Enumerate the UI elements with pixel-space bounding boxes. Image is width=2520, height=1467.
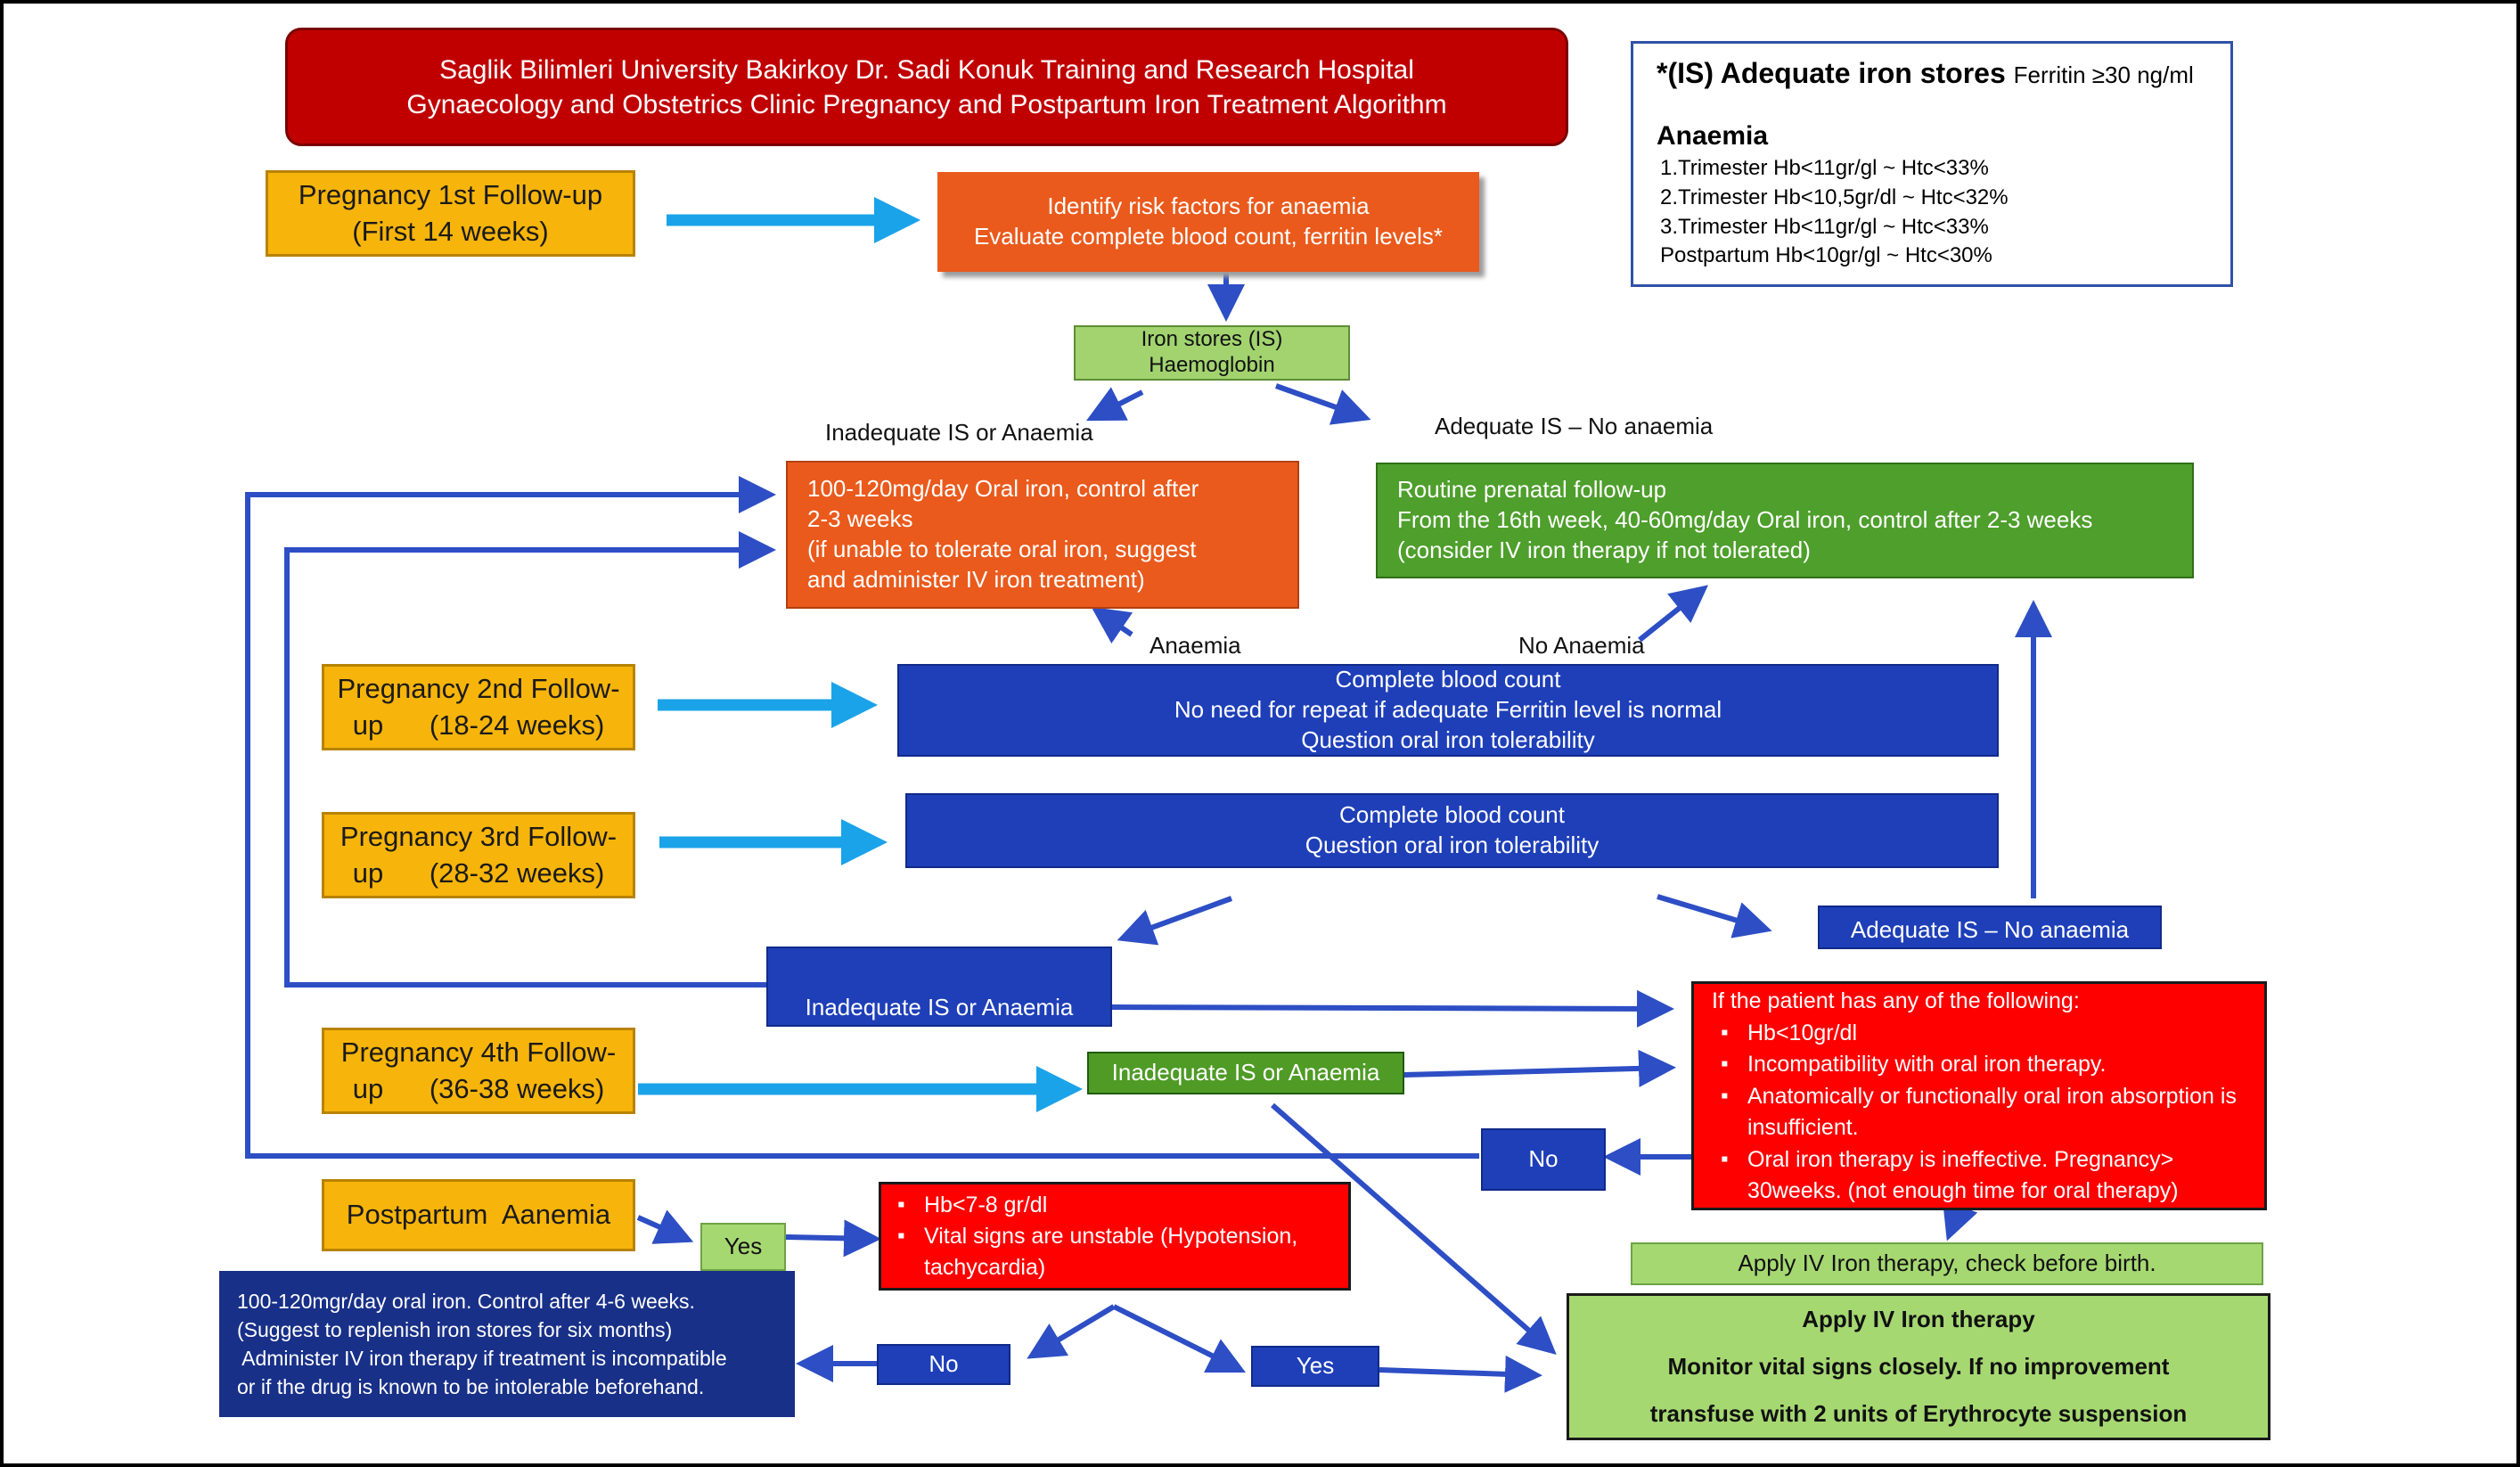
postpartum-oral-line: Administer IV iron therapy if treatment … xyxy=(237,1347,727,1370)
criteria-box: If the patient has any of the following:… xyxy=(1691,981,2267,1210)
label-no-anaemia: No Anaemia xyxy=(1518,632,1645,659)
apply-before-birth-label: Apply IV Iron therapy, check before birt… xyxy=(1738,1250,2156,1277)
iron-stores-line-1: Iron stores (IS) xyxy=(1141,327,1283,352)
followup-second: Pregnancy 2nd Follow- up (18-24 weeks) xyxy=(322,664,635,750)
risk-box: Identify risk factors for anaemia Evalua… xyxy=(937,172,1479,272)
cbc-third-line: Complete blood count xyxy=(1339,801,1565,829)
postpartum-criteria-box: Hb<7-8 gr/dl Vital signs are unstable (H… xyxy=(879,1182,1351,1291)
oral-iron-line: and administer IV iron treatment) xyxy=(807,565,1145,593)
criteria-list: Hb<10gr/dl Incompatibility with oral iro… xyxy=(1712,1018,2246,1208)
oral-iron-line: 2-3 weeks xyxy=(807,505,913,533)
apply-before-birth-box: Apply IV Iron therapy, check before birt… xyxy=(1631,1242,2263,1285)
postpartum-oral-line: or if the drug is known to be intolerabl… xyxy=(237,1375,705,1399)
no-right-label: No xyxy=(1528,1145,1559,1173)
legend-line: Postpartum Hb<10gr/gl ~ Htc<30% xyxy=(1660,243,1992,268)
final-line: Monitor vital signs closely. If no impro… xyxy=(1667,1352,2170,1380)
title-line-2: Gynaecology and Obstetrics Clinic Pregna… xyxy=(406,89,1447,119)
legend-line: 3.Trimester Hb<11gr/gl ~ Htc<33% xyxy=(1660,214,1989,239)
followup-third: Pregnancy 3rd Follow- up (28-32 weeks) xyxy=(322,812,635,898)
postpartum-oral-box: 100-120mgr/day oral iron. Control after … xyxy=(219,1271,795,1417)
criteria-item: Anatomically or functionally oral iron a… xyxy=(1721,1081,2246,1144)
criteria-item: Oral iron therapy is ineffective. Pregna… xyxy=(1721,1144,2246,1208)
title-box: Saglik Bilimleri University Bakirkoy Dr.… xyxy=(285,28,1568,146)
title-line-1: Saglik Bilimleri University Bakirkoy Dr.… xyxy=(439,54,1414,85)
oral-iron-line: (if unable to tolerate oral iron, sugges… xyxy=(807,536,1197,562)
followup-first-line-1: Pregnancy 1st Follow-up xyxy=(298,179,603,211)
oral-iron-line: 100-120mg/day Oral iron, control after xyxy=(807,475,1199,503)
followup-third-line-1: Pregnancy 3rd Follow- xyxy=(340,821,618,853)
label-adequate: Adequate IS – No anaemia xyxy=(1435,413,1714,439)
followup-first: Pregnancy 1st Follow-up (First 14 weeks) xyxy=(266,170,635,257)
followup-first-line-2: (First 14 weeks) xyxy=(352,215,549,247)
postpartum-anaemia-label: Postpartum Aanemia xyxy=(346,1199,611,1231)
cbc-second-line: Complete blood count xyxy=(1335,666,1561,693)
followup-second-line-2: up (18-24 weeks) xyxy=(352,709,605,741)
criteria-item: Hb<10gr/dl xyxy=(1721,1018,2246,1050)
oral-iron-box: 100-120mg/day Oral iron, control after 2… xyxy=(786,461,1299,609)
criteria-heading: If the patient has any of the following: xyxy=(1712,988,2080,1013)
cbc-third-line: Question oral iron tolerability xyxy=(1305,832,1600,858)
yes-bottom-box: Yes xyxy=(1251,1346,1379,1387)
yes-bottom-label: Yes xyxy=(1296,1352,1335,1380)
risk-line-1: Identify risk factors for anaemia xyxy=(1047,193,1370,220)
followup-third-line-2: up (28-32 weeks) xyxy=(352,856,605,889)
postpartum-criteria-item: Hb<7-8 gr/dl xyxy=(897,1190,1336,1221)
label-anaemia: Anaemia xyxy=(1150,632,1241,659)
legend-anaemia-title: Anaemia xyxy=(1657,120,1769,151)
adequate-box: Adequate IS – No anaemia xyxy=(1818,906,2162,949)
cbc-third-box: Complete blood count Question oral iron … xyxy=(905,793,1999,868)
routine-line: Routine prenatal follow-up xyxy=(1397,476,1667,504)
yes-postpartum-label: Yes xyxy=(724,1233,763,1260)
followup-fourth-line-1: Pregnancy 4th Follow- xyxy=(340,1037,617,1069)
routine-followup-box: Routine prenatal follow-up From the 16th… xyxy=(1376,463,2194,578)
no-right-box: No xyxy=(1481,1128,1606,1191)
iron-stores-line-2: Haemoglobin xyxy=(1149,353,1275,377)
postpartum-criteria-list: Hb<7-8 gr/dl Vital signs are unstable (H… xyxy=(894,1190,1336,1283)
legend-line: 1.Trimester Hb<11gr/gl ~ Htc<33% xyxy=(1660,156,1989,181)
postpartum-anaemia: Postpartum Aanemia xyxy=(322,1179,635,1251)
label-inadequate: Inadequate IS or Anaemia xyxy=(825,419,1093,446)
legend-line: 2.Trimester Hb<10,5gr/dl ~ Htc<32% xyxy=(1660,184,2009,209)
cbc-second-line: No need for repeat if adequate Ferritin … xyxy=(1174,696,1722,724)
inadequate-box-label: Inadequate IS or Anaemia xyxy=(805,994,1074,1021)
inadequate-green-box: Inadequate IS or Anaemia xyxy=(1087,1052,1404,1094)
legend-is-row: *(IS) Adequate iron stores Ferritin ≥30 … xyxy=(1657,54,2194,94)
inadequate-green-label: Inadequate IS or Anaemia xyxy=(1111,1059,1380,1086)
legend-is-value: Ferritin ≥30 ng/ml xyxy=(2013,61,2194,88)
risk-line-2: Evaluate complete blood count, ferritin … xyxy=(973,223,1444,250)
postpartum-oral-line: (Suggest to replenish iron stores for si… xyxy=(237,1317,673,1341)
no-bottom-box: No xyxy=(877,1344,1010,1385)
no-bottom-label: No xyxy=(929,1350,959,1378)
legend-is-label: *(IS) Adequate iron stores xyxy=(1657,57,2006,89)
adequate-box-label: Adequate IS – No anaemia xyxy=(1850,916,2130,944)
routine-line: From the 16th week, 40-60mg/day Oral iro… xyxy=(1397,506,2093,534)
followup-second-line-1: Pregnancy 2nd Follow- xyxy=(337,673,620,705)
followup-fourth-line-2: up (36-38 weeks) xyxy=(352,1072,605,1104)
inadequate-box: Inadequate IS or Anaemia xyxy=(766,947,1112,1027)
postpartum-criteria-item: Vital signs are unstable (Hypotension, t… xyxy=(897,1221,1336,1283)
final-line: Apply IV Iron therapy xyxy=(1802,1305,2035,1332)
criteria-item: Incompatibility with oral iron therapy. xyxy=(1721,1049,2246,1081)
postpartum-oral-line: 100-120mgr/day oral iron. Control after … xyxy=(237,1289,695,1313)
followup-fourth: Pregnancy 4th Follow- up (36-38 weeks) xyxy=(322,1028,635,1114)
yes-postpartum-box: Yes xyxy=(700,1223,786,1271)
iron-stores-box: Iron stores (IS) Haemoglobin xyxy=(1074,325,1350,381)
cbc-second-box: Complete blood count No need for repeat … xyxy=(897,664,1999,757)
cbc-second-line: Question oral iron tolerability xyxy=(1301,725,1595,753)
routine-line: (consider IV iron therapy if not tolerat… xyxy=(1397,536,1811,563)
legend-box: *(IS) Adequate iron stores Ferritin ≥30 … xyxy=(1631,41,2233,287)
final-iv-box: Apply IV Iron therapy Monitor vital sign… xyxy=(1567,1293,2270,1440)
final-line: transfuse with 2 units of Erythrocyte su… xyxy=(1649,1400,2188,1428)
